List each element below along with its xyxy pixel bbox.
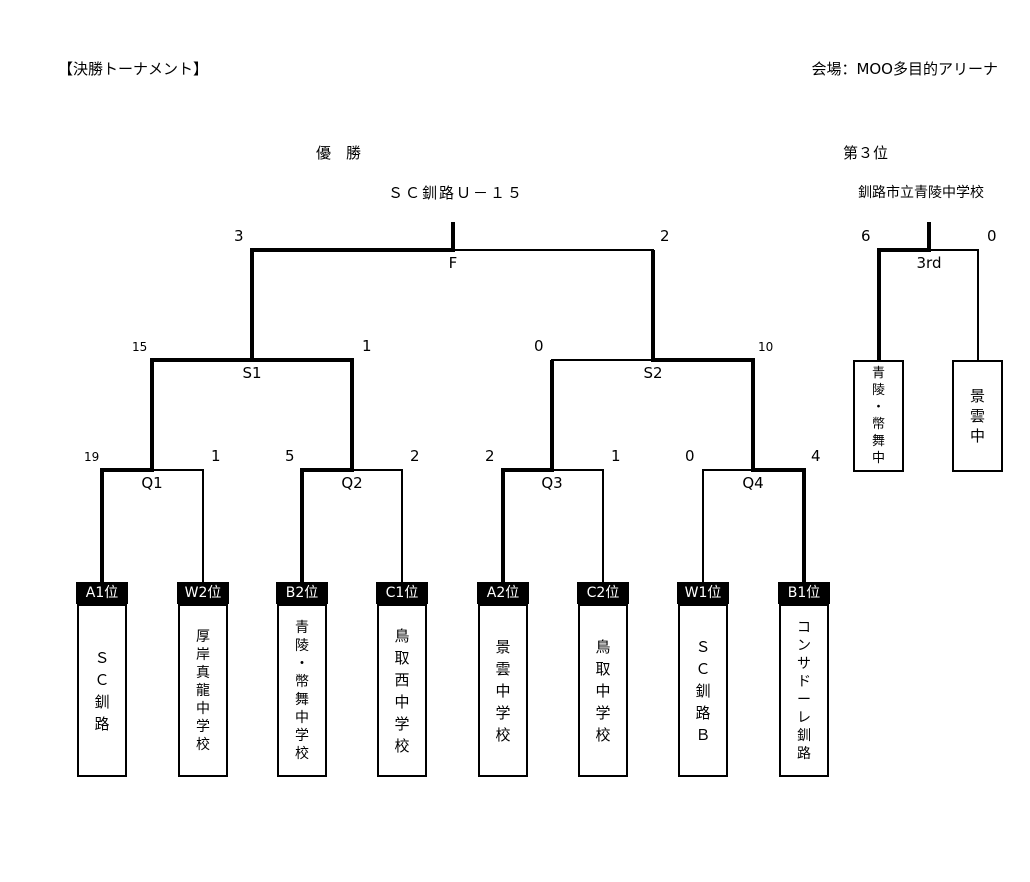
bracket-line [802, 470, 806, 582]
bracket-line [501, 468, 554, 472]
third-team-name-2: 景雲中 [969, 387, 985, 445]
bracket-line [877, 248, 931, 252]
champion-label: 優 勝 [316, 144, 362, 162]
entry-team-name: 鳥取西中学校 [394, 626, 410, 755]
entry-team-box: コンサドーレ釧路 [779, 604, 829, 777]
third-round-label: 3rd [916, 254, 942, 272]
third-place-team: 釧路市立青陵中学校 [858, 185, 984, 201]
third-team-box-2: 景雲中 [952, 360, 1003, 472]
s1-label: S1 [242, 364, 262, 382]
q2-score-left: 5 [285, 447, 295, 465]
third-place-label: 第３位 [843, 144, 889, 162]
q4-score-left: 0 [685, 447, 695, 465]
bracket-line [751, 360, 755, 470]
entry-team-box: 青陵・幣舞中学校 [277, 604, 327, 777]
entry-seed-label: C1位 [376, 582, 428, 604]
s2-score-right: 10 [758, 340, 774, 354]
bracket-line [977, 250, 979, 360]
entry-seed-label: W2位 [177, 582, 229, 604]
final-label: F [448, 254, 458, 272]
entry-seed-label: W1位 [677, 582, 729, 604]
q3-score-left: 2 [485, 447, 495, 465]
bracket-line [150, 360, 154, 470]
final-score-left: 3 [234, 227, 244, 245]
q4-score-right: 4 [811, 447, 821, 465]
entry-team-box: 鳥取中学校 [578, 604, 628, 777]
q3-label: Q3 [541, 474, 563, 492]
entry-team-box: 景雲中学校 [478, 604, 528, 777]
third-team-name-1: 青陵・幣舞中 [871, 366, 885, 466]
entry-seed-label: C2位 [577, 582, 629, 604]
q2-label: Q2 [341, 474, 363, 492]
q1-label: Q1 [141, 474, 163, 492]
entry-seed-label: A1位 [76, 582, 128, 604]
third-score-left: 6 [861, 227, 871, 245]
bracket-line [550, 360, 554, 470]
bracket-line [250, 248, 455, 252]
bracket-line [202, 470, 204, 582]
bracket-line [100, 468, 154, 472]
bracket-line [150, 358, 354, 362]
bracket-line [100, 470, 104, 582]
third-score-right: 0 [987, 227, 997, 245]
s1-score-left: 15 [132, 340, 148, 354]
entry-seed-label: A2位 [477, 582, 529, 604]
third-team-box-1: 青陵・幣舞中 [853, 360, 904, 472]
entry-team-box: 鳥取西中学校 [377, 604, 427, 777]
final-score-right: 2 [660, 227, 670, 245]
entry-team-name: 鳥取中学校 [595, 637, 611, 744]
bracket-line [751, 468, 806, 472]
bracket-line [350, 360, 354, 470]
q3-score-right: 1 [611, 447, 621, 465]
bracket-line [928, 249, 979, 251]
bracket-line [651, 358, 755, 362]
bracket-line [702, 470, 704, 582]
bracket-line [250, 250, 254, 360]
entry-team-name: コンサドーレ釧路 [797, 619, 811, 762]
entry-team-box: 厚岸真龍中学校 [178, 604, 228, 777]
q2-score-right: 2 [410, 447, 420, 465]
bracket-line [300, 468, 354, 472]
bracket-line [877, 250, 881, 360]
bracket-line [351, 469, 403, 471]
bracket-line [551, 359, 654, 361]
entry-team-name: 厚岸真龍中学校 [196, 628, 210, 753]
bracket-line [651, 250, 655, 360]
bracket-line [151, 469, 204, 471]
page-title: 【決勝トーナメント】 [58, 60, 209, 78]
champion-team: ＳＣ釧路Ｕ－１５ [388, 184, 525, 202]
bracket-line [300, 470, 304, 582]
bracket-line [401, 470, 403, 582]
s2-label: S2 [643, 364, 663, 382]
s1-score-right: 1 [362, 337, 372, 355]
bracket-line [452, 249, 654, 251]
q1-score-right: 1 [211, 447, 221, 465]
bracket-line [501, 470, 505, 582]
entry-team-name: 景雲中学校 [495, 637, 511, 744]
bracket-line [451, 222, 455, 250]
s2-score-left: 0 [534, 337, 544, 355]
q1-score-left: 19 [84, 450, 100, 464]
bracket-line [702, 469, 754, 471]
entry-seed-label: B1位 [778, 582, 830, 604]
entry-team-name: 青陵・幣舞中学校 [295, 619, 309, 762]
bracket-line [602, 470, 604, 582]
entry-seed-label: B2位 [276, 582, 328, 604]
venue-label: 会場：MOO多目的アリーナ [811, 60, 998, 78]
bracket-line [927, 222, 931, 250]
bracket-line [551, 469, 604, 471]
q4-label: Q4 [742, 474, 764, 492]
